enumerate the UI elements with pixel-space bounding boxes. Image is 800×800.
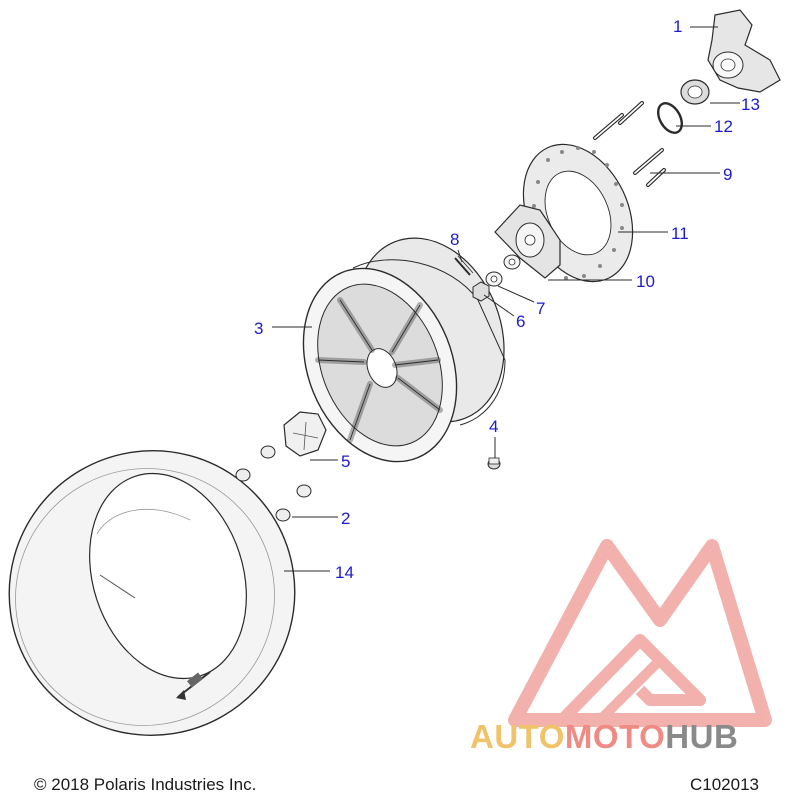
copyright-text: © 2018 Polaris Industries Inc. (34, 775, 257, 794)
callout-2: 2 (341, 509, 351, 528)
wheel-rim (302, 237, 506, 463)
callout-13: 13 (741, 95, 760, 114)
callout-6: 6 (516, 312, 526, 331)
valve-stem (487, 457, 501, 470)
callout-8: 8 (450, 230, 460, 249)
diagram-code: C102013 (690, 775, 760, 794)
watermark-text: AUTOMOTOHUB (470, 720, 738, 753)
callout-10: 10 (636, 272, 655, 291)
retaining-ring (657, 102, 683, 134)
callout-11: 11 (671, 224, 689, 243)
wheel-bearing (680, 79, 710, 105)
washer (485, 254, 521, 287)
watermark-part-hub: HUB (665, 718, 739, 755)
bearing-carrier (707, 9, 781, 93)
center-cap (283, 411, 327, 457)
watermark-part-auto: AUTO (470, 718, 565, 755)
callout-4: 4 (489, 417, 499, 436)
callout-9: 9 (723, 165, 733, 184)
leader-lines (272, 26, 740, 572)
callout-7: 7 (536, 299, 546, 318)
wheel-hub (494, 204, 561, 279)
watermark-part-moto: MOTO (564, 718, 666, 755)
leader-8 (457, 249, 463, 263)
callout-3: 3 (254, 319, 264, 338)
callout-5: 5 (341, 452, 351, 471)
leader-7 (497, 285, 535, 303)
leader-6 (483, 294, 515, 317)
tire (8, 450, 296, 736)
watermark-logo-icon (508, 539, 772, 727)
callout-12: 12 (714, 117, 733, 136)
callout-1: 1 (673, 17, 683, 36)
lug-nuts (235, 445, 312, 522)
callout-14: 14 (335, 563, 354, 582)
